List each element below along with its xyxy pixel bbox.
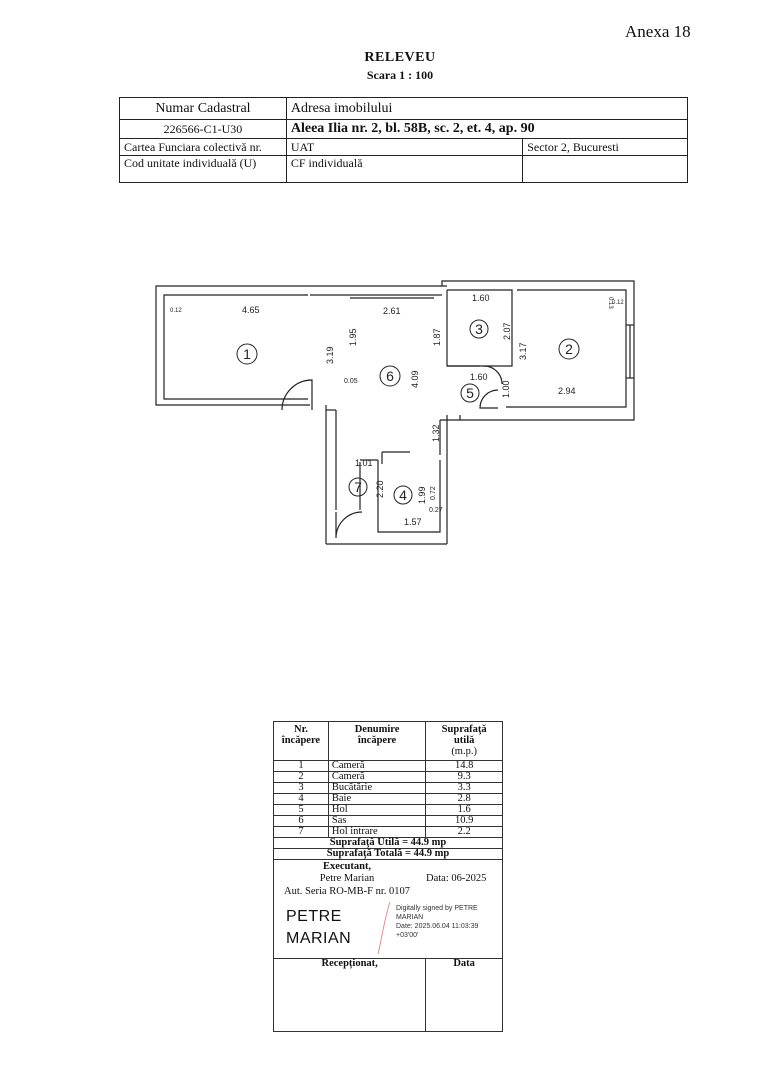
executant-date: Data: 06-2025 xyxy=(426,873,487,884)
executant-label: Executant, xyxy=(322,861,372,872)
address-value: Aleea Ilia nr. 2, bl. 58B, sc. 2, et. 4,… xyxy=(285,119,689,139)
dim-1-60b: 1.60 xyxy=(470,372,488,382)
room1-inner-wall xyxy=(163,294,308,400)
dim-0-05: 0.05 xyxy=(344,378,358,385)
cadastral-label: Numar Cadastral xyxy=(119,97,287,120)
dim-3-19: 3.19 xyxy=(325,346,335,364)
executant-cell: Executant, Petre Marian Aut. Seria RO-MB… xyxy=(273,859,503,959)
dim-2-20: 2.20 xyxy=(375,480,385,498)
dim-1-87: 1.87 xyxy=(432,328,442,346)
cf-individual-value xyxy=(522,155,688,183)
cf-individual-label: CF individuală xyxy=(285,155,524,183)
dim-4-09: 4.09 xyxy=(410,370,420,388)
address-label: Adresa imobilului xyxy=(285,97,689,120)
dim-4-65: 4.65 xyxy=(242,305,260,315)
cf-collective-label: Cartea Funciara colectivă nr. xyxy=(119,138,287,156)
dim-1-99: 1.99 xyxy=(417,486,427,504)
dim-0-12a: 0.12 xyxy=(170,308,182,314)
room-number-1: 1 xyxy=(243,346,251,362)
dim-1-32: 1.32 xyxy=(431,424,441,442)
total-area: Suprafaţă Totală = 44.9 mp xyxy=(273,848,503,860)
signature-name: PETRE MARIAN xyxy=(286,908,352,947)
room-number-2: 2 xyxy=(565,341,573,357)
col-header-nr: Nr.încăpere xyxy=(273,721,329,761)
dim-3-17: 3.17 xyxy=(518,342,528,360)
dim-2-61: 2.61 xyxy=(383,306,401,316)
uat-value: Sector 2, Bucuresti xyxy=(522,138,688,156)
dim-2-94: 2.94 xyxy=(558,386,576,396)
uat-label: UAT xyxy=(285,138,524,156)
room-number-7: 7 xyxy=(354,479,362,495)
dim-0-27: 0.27 xyxy=(429,507,443,514)
property-info-table: Numar Cadastral Adresa imobilului 226566… xyxy=(119,97,689,183)
dim-1-57: 1.57 xyxy=(404,517,422,527)
dim-1-00: 1.00 xyxy=(501,380,511,398)
document-title: RELEVEU xyxy=(364,50,436,65)
dim-1-95: 1.95 xyxy=(348,328,358,346)
room-number-3: 3 xyxy=(475,321,483,337)
annex-label: Anexa 18 xyxy=(625,22,691,41)
scale-label: Scara 1 : 100 xyxy=(366,68,434,82)
data-label: Data xyxy=(425,958,503,1032)
room-number-5: 5 xyxy=(466,385,474,401)
room1-wall xyxy=(155,285,310,406)
usable-area-total: Suprafaţă Utilă = 44.9 mp xyxy=(273,837,503,849)
receptionat-label: Recepționat, xyxy=(272,958,427,1032)
dim-0-13: 0.13 xyxy=(607,297,613,309)
authorization: Aut. Seria RO-MB-F nr. 0107 xyxy=(284,886,410,897)
dim-0-72: 0.72 xyxy=(430,486,437,500)
signature-stroke xyxy=(377,901,391,955)
dim-1-01: 1.01 xyxy=(355,458,373,468)
executant-name: Petre Marian xyxy=(319,873,375,884)
dim-2-07: 2.07 xyxy=(502,322,512,340)
dim-1-60a: 1.60 xyxy=(472,293,490,303)
right-block-wall xyxy=(441,280,635,421)
cadastral-value: 226566-C1-U30 xyxy=(119,119,287,139)
unit-code-label: Cod unitate individuală (U) xyxy=(119,155,287,183)
room-number-6: 6 xyxy=(386,368,394,384)
floor-plan: 1 2 3 4 5 6 7 4.65 0.12 2.61 1.60 0.13 0… xyxy=(155,280,635,545)
room-number-4: 4 xyxy=(399,487,407,503)
digital-signature: Digitally signed by PETRE MARIAN Date: 2… xyxy=(396,905,479,939)
dim-0-12b: 0.12 xyxy=(612,300,624,306)
